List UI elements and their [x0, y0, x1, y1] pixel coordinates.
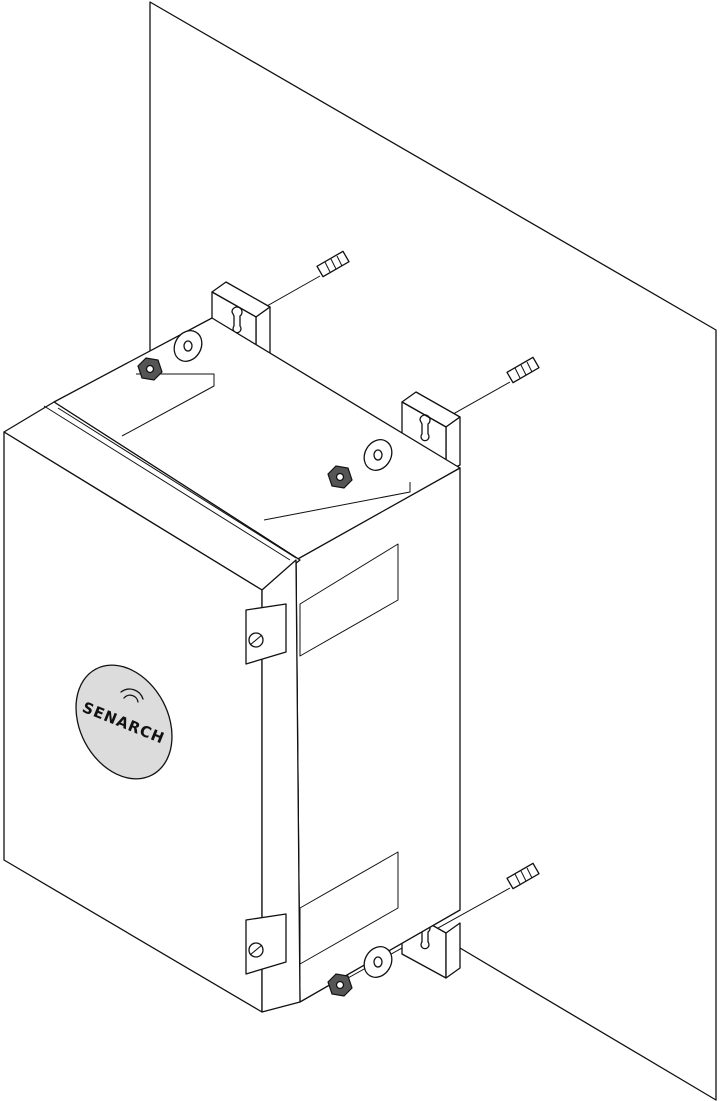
hex-nut-top-left — [137, 357, 163, 381]
hex-nut-bottom — [327, 973, 353, 997]
washer-bottom — [363, 946, 393, 978]
hex-nut-top-right — [327, 465, 353, 489]
brand-logo: SENARCH — [75, 664, 173, 780]
enclosure-side — [295, 467, 461, 1003]
washer-top-left — [173, 330, 203, 362]
mounting-bracket-top-right — [401, 391, 461, 473]
washer-top-right — [363, 439, 393, 471]
door-hinge-bottom — [245, 913, 287, 975]
wall — [149, 1, 717, 1101]
door-hinge-top — [245, 603, 287, 665]
